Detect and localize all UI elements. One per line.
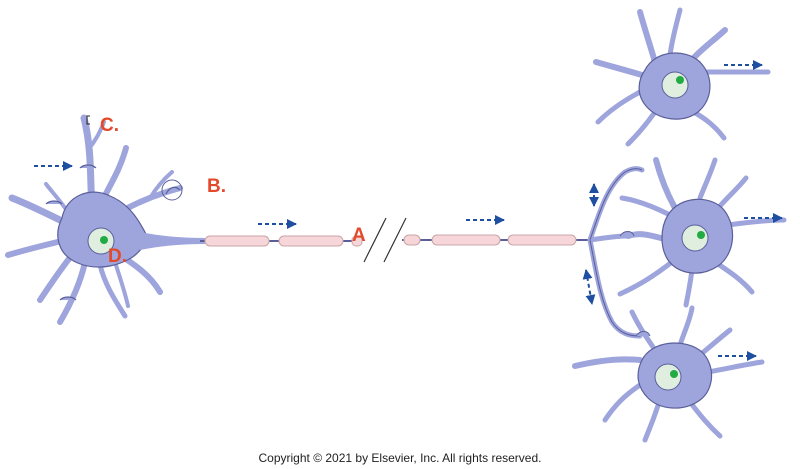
copyright-notice: Copyright © 2021 by Elsevier, Inc. All r… (258, 451, 542, 465)
myelin-sheath (431, 234, 501, 246)
axon-right (402, 234, 600, 246)
axon-break-marks (363, 217, 407, 263)
myelin-sheath (204, 235, 270, 247)
myelin-sheath (351, 235, 363, 247)
label-d: D. (108, 246, 127, 267)
target-neuron-top (593, 7, 771, 147)
label-a: A (352, 225, 366, 246)
left-neuron-nucleolus (100, 236, 108, 244)
synapse-circle-b (161, 179, 183, 201)
myelin-sheath (278, 235, 344, 247)
myelin-sheath (507, 234, 577, 246)
target-neuron-bottom (572, 305, 765, 443)
left-neuron (5, 114, 205, 325)
axon-left (200, 235, 363, 247)
label-c: C. (100, 115, 119, 136)
myelin-sheath (403, 234, 421, 246)
branch-arrow-down (582, 269, 596, 305)
target-neuron-middle (617, 157, 787, 308)
label-b: B. (207, 176, 226, 197)
